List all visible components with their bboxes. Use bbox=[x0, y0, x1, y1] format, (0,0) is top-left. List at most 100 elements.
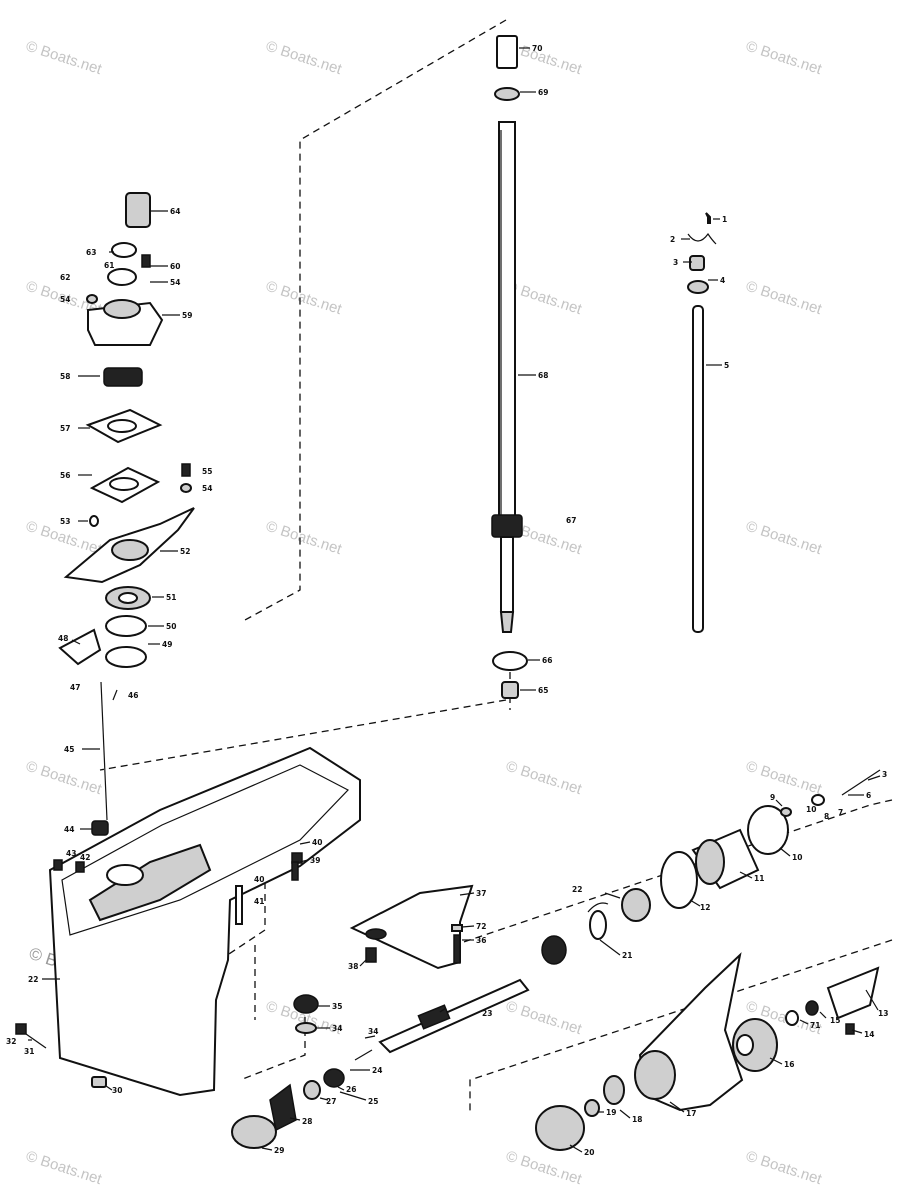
part-label-45: 45 bbox=[64, 745, 74, 754]
part-label-19: 19 bbox=[606, 1108, 616, 1117]
watermark: © Boats.net bbox=[744, 38, 825, 79]
part-label-71: 71 bbox=[810, 1021, 820, 1030]
part-label-50: 50 bbox=[166, 622, 176, 631]
drive-shaft-collar-67 bbox=[491, 514, 523, 538]
watermark: © Boats.net bbox=[504, 998, 585, 1039]
clip-2 bbox=[687, 232, 717, 245]
part-label-22: 22 bbox=[28, 975, 38, 984]
seal-4 bbox=[687, 280, 709, 294]
drive-shaft-seal-69 bbox=[494, 87, 520, 101]
washer-54b bbox=[180, 483, 192, 493]
bolt-43 bbox=[53, 859, 63, 871]
stud-45 bbox=[100, 681, 108, 821]
part-label-59: 59 bbox=[182, 311, 192, 320]
part-label-9: 9 bbox=[770, 793, 775, 802]
part-label-36: 36 bbox=[476, 936, 486, 945]
grommet-63 bbox=[111, 242, 137, 258]
part-label-54c: 54 bbox=[202, 484, 212, 493]
watermark: © Boats.net bbox=[744, 518, 825, 559]
bearing-25 bbox=[323, 1068, 345, 1088]
part-label-63: 63 bbox=[86, 248, 96, 257]
impeller-58 bbox=[103, 367, 143, 387]
part-label-11: 11 bbox=[754, 874, 764, 883]
bearing-35 bbox=[293, 994, 319, 1014]
part-label-39: 39 bbox=[310, 856, 320, 865]
part-label-23: 23 bbox=[482, 1009, 492, 1018]
part-label-62: 62 bbox=[60, 273, 70, 282]
stud-41 bbox=[235, 885, 243, 925]
ring-49 bbox=[105, 646, 147, 668]
part-label-13: 13 bbox=[878, 1009, 888, 1018]
part-label-24: 24 bbox=[372, 1066, 382, 1075]
part-label-4: 4 bbox=[720, 276, 725, 285]
part-label-31: 31 bbox=[24, 1047, 34, 1056]
bearing-31b bbox=[621, 888, 651, 922]
screw-55 bbox=[181, 463, 191, 477]
washer-15 bbox=[785, 1010, 799, 1026]
part-label-34b: 34 bbox=[368, 1027, 378, 1036]
part-labels: 70 69 68 67 66 65 1 2 3 4 5 64 63 61 62 … bbox=[6, 44, 888, 1157]
part-label-49: 49 bbox=[162, 640, 172, 649]
hub-20 bbox=[535, 1105, 585, 1151]
watermark: © Boats.net bbox=[264, 518, 345, 559]
part-label-37: 37 bbox=[476, 889, 486, 898]
screw-1 bbox=[705, 212, 711, 224]
part-label-22b: 22 bbox=[572, 885, 582, 894]
part-label-10b: 10 bbox=[806, 805, 816, 814]
part-label-30: 30 bbox=[112, 1086, 122, 1095]
plate-30 bbox=[91, 1076, 107, 1088]
part-label-20: 20 bbox=[584, 1148, 594, 1157]
propeller-assembly bbox=[535, 952, 880, 1151]
gear-shaft-assembly bbox=[231, 769, 881, 1149]
part-label-18: 18 bbox=[632, 1115, 642, 1124]
trim-tab-37 bbox=[349, 884, 474, 970]
watermark: © Boats.net bbox=[504, 758, 585, 799]
snap-ring-22b bbox=[587, 902, 609, 913]
part-label-53: 53 bbox=[60, 517, 70, 526]
part-label-67: 67 bbox=[566, 516, 576, 525]
seal-62 bbox=[107, 268, 137, 286]
part-label-57: 57 bbox=[60, 424, 70, 433]
washer-54 bbox=[86, 294, 98, 304]
spacer-18 bbox=[603, 1075, 625, 1105]
watermark: © Boats.net bbox=[264, 278, 345, 319]
part-label-21: 21 bbox=[622, 951, 632, 960]
part-label-27: 27 bbox=[326, 1097, 336, 1106]
pin-53 bbox=[89, 515, 99, 527]
nut-71 bbox=[805, 1000, 819, 1016]
part-label-40: 40 bbox=[312, 838, 322, 847]
part-label-69: 69 bbox=[538, 88, 548, 97]
part-label-38: 38 bbox=[348, 962, 358, 971]
watermark: © Boats.net bbox=[24, 758, 105, 799]
thrust-washer-31 bbox=[589, 910, 607, 940]
gear-28 bbox=[269, 1083, 297, 1132]
clip-44 bbox=[91, 820, 109, 836]
watermark: © Boats.net bbox=[504, 1148, 585, 1189]
cotter-pin-14 bbox=[845, 1023, 855, 1035]
bearing-cup-65 bbox=[501, 681, 519, 699]
part-label-65: 65 bbox=[538, 686, 548, 695]
tube-64 bbox=[125, 192, 151, 228]
bushing-3 bbox=[689, 255, 705, 271]
part-label-44: 44 bbox=[64, 825, 74, 834]
part-label-2: 2 bbox=[670, 235, 675, 244]
part-label-12: 12 bbox=[700, 903, 710, 912]
part-label-54: 54 bbox=[60, 295, 70, 304]
washer-19 bbox=[584, 1099, 600, 1117]
bolt-39 bbox=[291, 861, 299, 881]
shim-ring-66 bbox=[492, 651, 528, 671]
gear-33 bbox=[541, 935, 567, 965]
shift-rod-5 bbox=[692, 305, 704, 633]
watermark: © Boats.net bbox=[24, 38, 105, 79]
drive-shaft-lower bbox=[500, 536, 514, 613]
part-label-14: 14 bbox=[864, 1030, 874, 1039]
bolt-3 bbox=[841, 769, 881, 796]
watermark: © Boats.net bbox=[24, 1148, 105, 1189]
part-label-5: 5 bbox=[724, 361, 729, 370]
shift-rod-assembly bbox=[687, 212, 717, 633]
part-label-16: 16 bbox=[784, 1060, 794, 1069]
washer-72 bbox=[451, 924, 463, 932]
bolt-36 bbox=[453, 934, 461, 964]
washer-34 bbox=[295, 1022, 317, 1034]
